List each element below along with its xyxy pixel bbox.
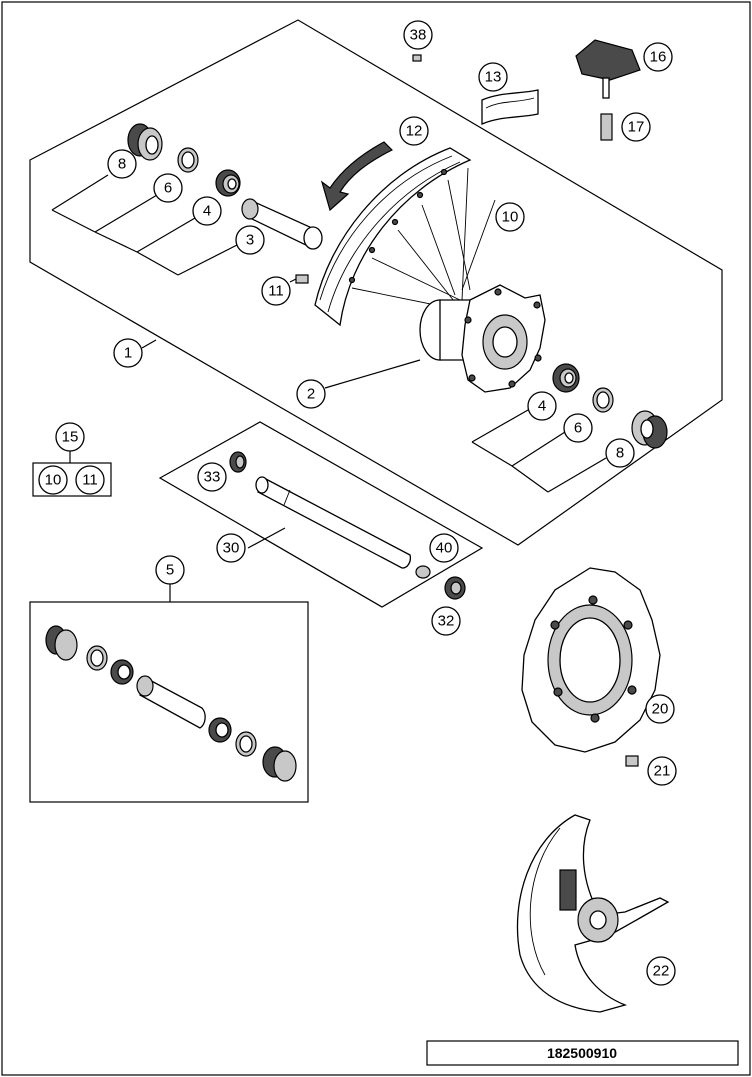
svg-text:2: 2: [307, 386, 315, 403]
spoke-nipple-11: [289, 274, 309, 284]
rim-2: [314, 147, 472, 327]
bearing-kit-frame: [29, 601, 309, 803]
svg-text:6: 6: [574, 420, 582, 437]
disc-screw-21: [625, 755, 639, 767]
disc-guard-22: [516, 814, 670, 1013]
svg-text:10: 10: [45, 472, 62, 489]
bearing-4-right: [552, 363, 580, 393]
callout-20: 20: [645, 694, 675, 724]
seal-ring-8-left: [127, 123, 163, 161]
callout-5: 5: [155, 555, 185, 585]
svg-text:40: 40: [436, 540, 453, 557]
rim-tape-13: [481, 89, 539, 125]
leader-30: [247, 527, 286, 549]
left-bearing-leaders: [51, 174, 238, 276]
callout-30: 30: [216, 533, 246, 563]
subkit-15-frame: [32, 462, 112, 497]
spacer-6-left: [177, 147, 199, 173]
svg-text:4: 4: [538, 398, 546, 415]
callout-17: 17: [621, 112, 651, 142]
document-number-box: [426, 1040, 739, 1066]
callout-15: 15: [55, 422, 85, 452]
collar-bushing-33: [229, 451, 247, 473]
document-number: 182500910: [547, 1045, 617, 1061]
svg-text:22: 22: [653, 963, 670, 980]
svg-text:38: 38: [410, 27, 427, 44]
callout-11-kit: 11: [75, 465, 105, 495]
svg-text:10: 10: [502, 209, 519, 226]
callout-1: 1: [113, 338, 143, 368]
callout-11-nipple: 11: [261, 276, 291, 306]
spokes-10: [351, 167, 496, 316]
rotation-direction-arrow-icon: [320, 141, 394, 212]
callout-32: 32: [431, 606, 461, 636]
bearing-4-left: [215, 169, 241, 197]
valve-cap-38: [412, 54, 422, 62]
svg-text:4: 4: [203, 203, 211, 220]
svg-text:5: 5: [166, 562, 174, 579]
callout-4-right: 4: [527, 391, 557, 421]
svg-text:30: 30: [223, 540, 240, 557]
svg-text:32: 32: [438, 613, 455, 630]
svg-text:11: 11: [82, 472, 98, 489]
callout-21: 21: [647, 756, 677, 786]
callout-6-right: 6: [563, 413, 593, 443]
nut-17: [600, 113, 613, 141]
svg-text:33: 33: [204, 469, 221, 486]
rim-lock-16: [575, 39, 641, 99]
leader-1: [141, 339, 157, 349]
callout-16: 16: [643, 42, 673, 72]
axle-30: [255, 476, 412, 569]
axle-nut-32: [444, 576, 466, 600]
svg-text:13: 13: [485, 69, 502, 86]
svg-text:16: 16: [650, 49, 667, 66]
svg-text:17: 17: [628, 119, 645, 136]
seal-ring-8-right: [631, 410, 668, 449]
svg-text:3: 3: [246, 232, 254, 249]
callout-8-right: 8: [605, 438, 635, 468]
callout-3: 3: [235, 225, 265, 255]
callout-38: 38: [403, 20, 433, 50]
screw-40: [415, 565, 431, 579]
right-bearing-leaders: [471, 409, 607, 493]
leader-2: [324, 359, 421, 389]
svg-text:1: 1: [124, 345, 132, 362]
wheel-hub: [419, 284, 546, 393]
spacer-6-right: [592, 387, 614, 413]
svg-text:6: 6: [164, 180, 172, 197]
callout-10-spokes: 10: [495, 202, 525, 232]
callout-2: 2: [296, 379, 326, 409]
callout-13: 13: [478, 62, 508, 92]
callout-6-left: 6: [153, 173, 183, 203]
wheel-assembly-frame: [29, 19, 723, 546]
svg-text:12: 12: [406, 123, 423, 140]
axle-frame: [158, 421, 484, 608]
callout-33: 33: [197, 462, 227, 492]
distance-sleeve-3: [241, 198, 323, 250]
callout-12: 12: [399, 116, 429, 146]
callout-8-left: 8: [107, 149, 137, 179]
callout-22: 22: [646, 956, 676, 986]
callout-4-left: 4: [192, 196, 222, 226]
svg-text:15: 15: [62, 429, 79, 446]
svg-text:8: 8: [616, 445, 624, 462]
brake-disc-20: [521, 567, 661, 753]
callout-10-kit: 10: [38, 465, 68, 495]
svg-text:21: 21: [654, 763, 671, 780]
svg-text:11: 11: [268, 283, 284, 300]
callout-40: 40: [429, 533, 459, 563]
svg-text:8: 8: [118, 156, 126, 173]
svg-text:20: 20: [652, 701, 669, 718]
bearing-kit-parts: [45, 625, 297, 782]
